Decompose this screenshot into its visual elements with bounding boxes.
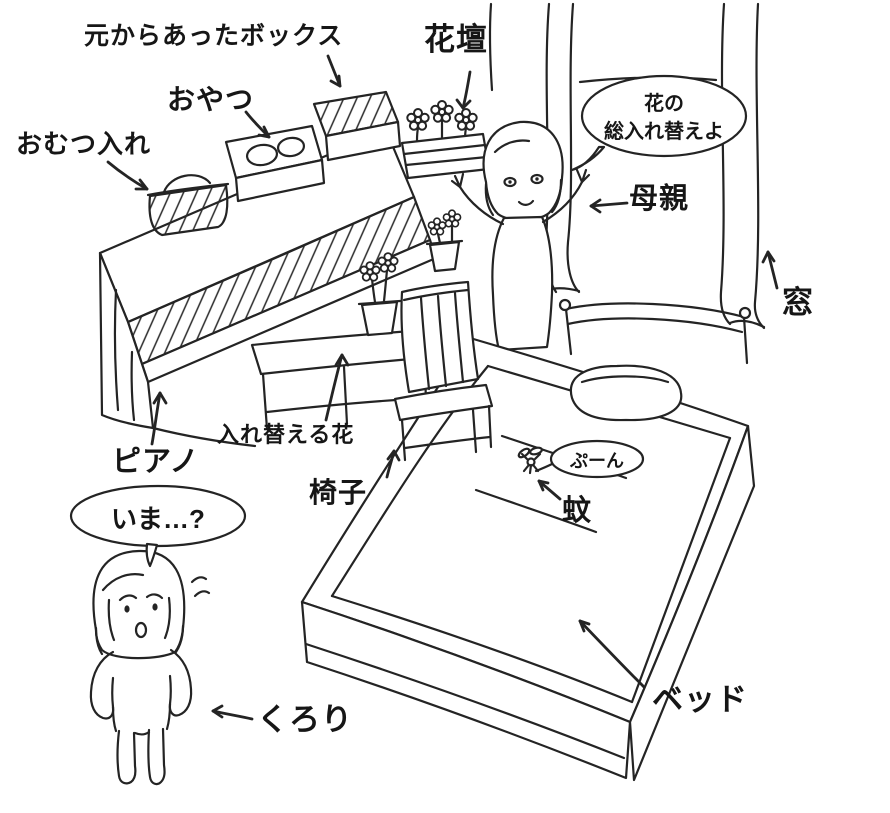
flower-bed-drawing bbox=[400, 99, 491, 180]
label-replacement-flowers: 入れ替える花 bbox=[217, 422, 355, 447]
arrow-to-kurori bbox=[211, 704, 254, 721]
mother-drawing bbox=[450, 120, 591, 352]
arrow-to-bed bbox=[578, 619, 646, 689]
arrow-to-mosquito bbox=[537, 479, 562, 501]
buzz-speech-text: ぷーん bbox=[570, 451, 624, 471]
label-diaper-storage: おむつ入れ bbox=[16, 129, 152, 159]
label-piano: ピアノ bbox=[112, 446, 200, 478]
arrow-to-diaper-storage bbox=[106, 160, 149, 191]
arrow-to-snacks bbox=[244, 110, 271, 139]
snack-box-drawing bbox=[224, 124, 326, 203]
mother-speech-line2: 総入れ替えよ bbox=[604, 121, 724, 143]
label-kurori: くろり bbox=[257, 702, 353, 737]
mother-speech-text: 花の 総入れ替えよ bbox=[584, 90, 744, 146]
arrow-to-flower-bed bbox=[455, 70, 472, 110]
diaper-basket-drawing bbox=[146, 174, 230, 237]
flower-pots-drawing bbox=[357, 209, 464, 337]
label-snacks: おやつ bbox=[167, 84, 255, 115]
arrow-to-chair bbox=[385, 449, 401, 479]
arrow-to-original-box bbox=[326, 54, 342, 88]
mosquito-drawing bbox=[517, 446, 543, 475]
arrow-to-window bbox=[761, 250, 779, 290]
speech-bubble-kurori bbox=[69, 484, 247, 568]
arrow-to-mother bbox=[589, 198, 629, 214]
label-flower-bed: 花壇 bbox=[424, 22, 488, 57]
label-original-box: 元からあったボックス bbox=[84, 22, 344, 50]
label-window: 窓 bbox=[782, 285, 814, 320]
mother-speech-line1: 花の bbox=[644, 93, 684, 115]
kurori-speech-text: いま…? bbox=[111, 504, 205, 534]
label-mother: 母親 bbox=[629, 183, 690, 215]
bed-drawing bbox=[300, 298, 756, 782]
kurori-drawing bbox=[89, 549, 211, 786]
chair-drawing bbox=[393, 280, 494, 462]
original-box-drawing bbox=[312, 90, 402, 162]
speech-bubble-buzz bbox=[534, 439, 645, 479]
arrow-to-replacement-flowers bbox=[324, 353, 350, 422]
arrow-to-piano bbox=[150, 391, 168, 446]
label-mosquito: 蚊 bbox=[562, 495, 593, 527]
label-chair: 椅子 bbox=[309, 477, 368, 508]
label-bed: ベッド bbox=[652, 682, 748, 717]
speech-bubble-mother bbox=[570, 74, 748, 172]
